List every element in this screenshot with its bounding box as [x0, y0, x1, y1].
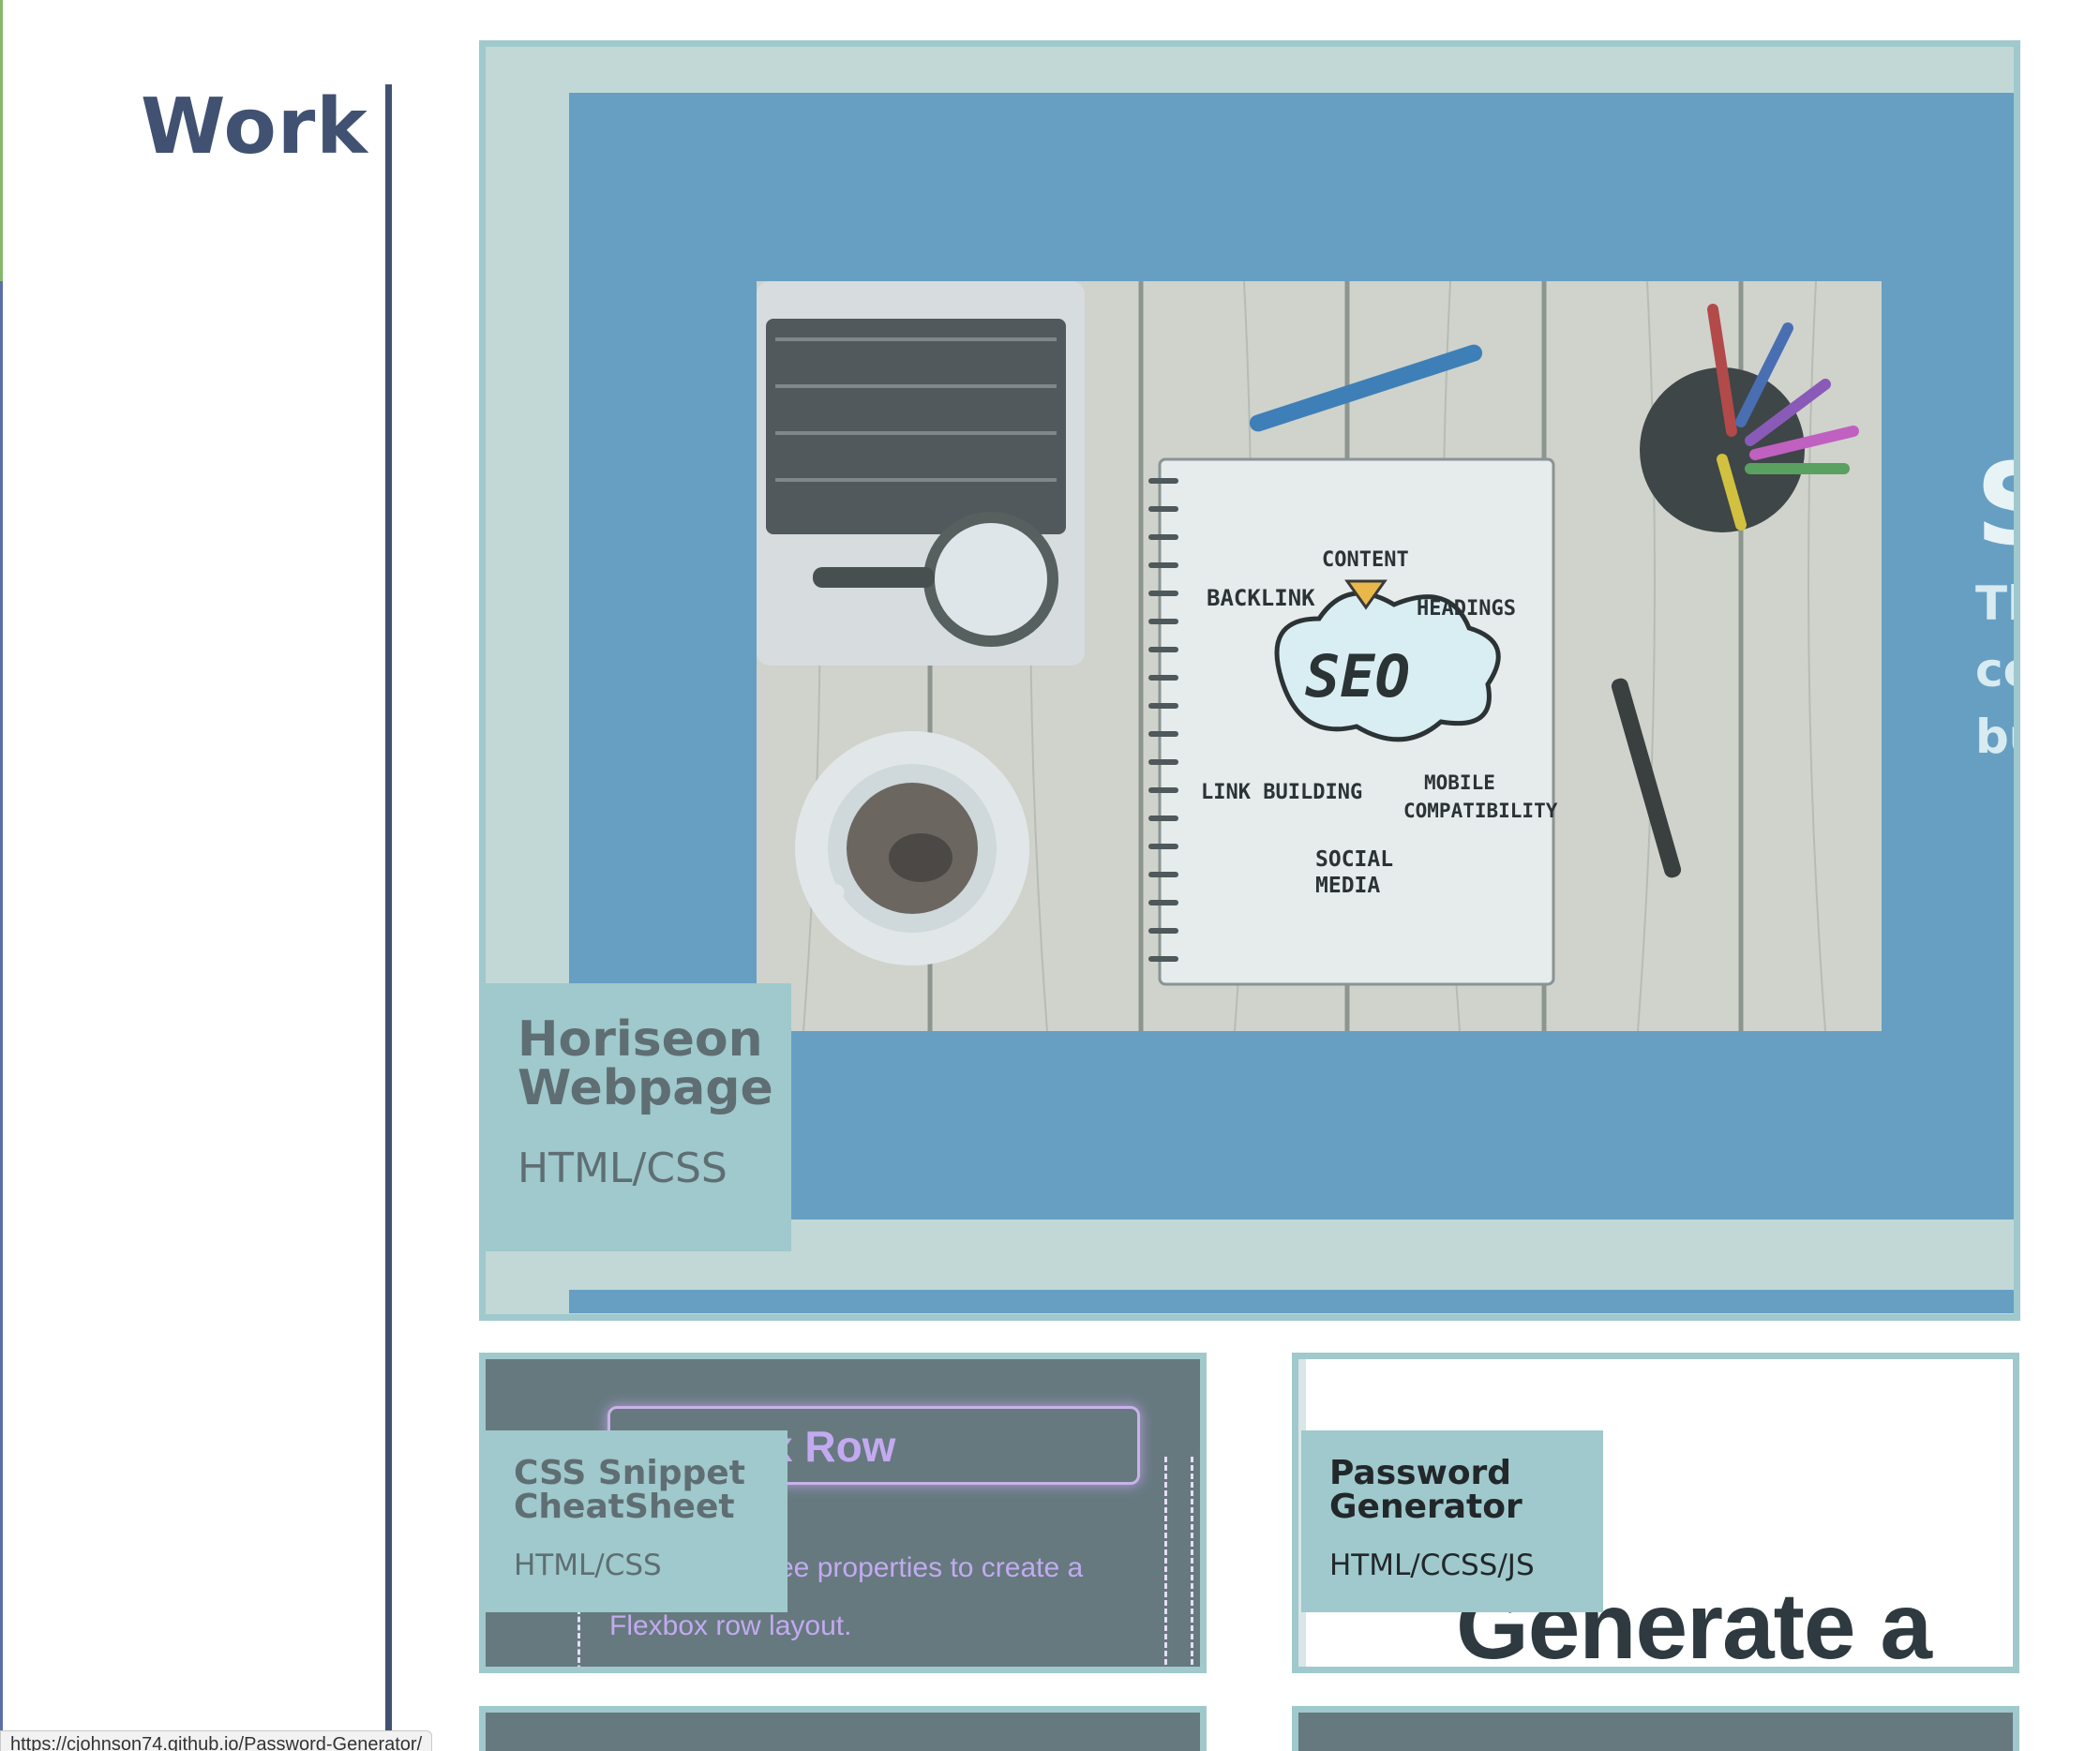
- project-name-line-2: Webpage: [518, 1060, 773, 1116]
- project-label: CSS Snippet CheatSheet HTML/CSS: [486, 1430, 788, 1612]
- section-title: Work: [141, 82, 368, 172]
- seo-desk-photo: SEO CONTENT BACKLINK HEADINGS LINK BUILD…: [757, 281, 1882, 1031]
- seo-compatibility: COMPATIBILITY: [1403, 800, 1558, 822]
- seo-content: CONTENT: [1322, 548, 1409, 572]
- seo-social: SOCIAL: [1315, 847, 1393, 872]
- preview-dashed-line: [1191, 1457, 1193, 1667]
- window-edge: [0, 0, 3, 1751]
- seo-media: MEDIA: [1315, 874, 1380, 898]
- project-name-line-2: CheatSheet: [514, 1488, 735, 1526]
- project-card-horiseon[interactable]: SEO CONTENT BACKLINK HEADINGS LINK BUILD…: [479, 40, 2020, 1321]
- project-name-line-1: CSS Snippet: [514, 1454, 745, 1492]
- seo-photo-illustration: SEO CONTENT BACKLINK HEADINGS LINK BUILD…: [757, 281, 1882, 1031]
- status-bar-url: https://cjohnson74.github.io/Password-Ge…: [0, 1730, 433, 1751]
- project-tech: HTML/CCSS/JS: [1329, 1549, 1535, 1582]
- project-tech: HTML/CSS: [514, 1549, 662, 1582]
- preview-side-line-3: bu: [1975, 710, 2014, 764]
- preview-bottom-bar: [569, 1290, 2014, 1313]
- preview-side-line-1: Th: [1975, 576, 2014, 631]
- preview-text-line-1: ee properties to create a: [778, 1552, 1084, 1583]
- project-tech: HTML/CSS: [518, 1145, 728, 1192]
- section-divider: [385, 84, 392, 1751]
- project-card-css-cheatsheet[interactable]: x Row ee properties to create a Flexbox …: [479, 1353, 1207, 1673]
- preview-heading: x Row: [769, 1422, 896, 1471]
- project-card-partial[interactable]: [1292, 1706, 2019, 1751]
- preview-dashed-line: [1164, 1457, 1167, 1667]
- preview-side-line-2: co: [1975, 643, 2014, 697]
- project-name-line-2: Generator: [1329, 1488, 1522, 1526]
- preview-dashed-line: [578, 1584, 580, 1667]
- preview-text-line-2: Flexbox row layout.: [609, 1610, 852, 1641]
- seo-headings: HEADINGS: [1417, 597, 1516, 621]
- project-label: Password Generator HTML/CCSS/JS: [1301, 1430, 1603, 1612]
- project-name-line-1: Password: [1329, 1454, 1512, 1492]
- project-card-password-generator[interactable]: Generate a Password Generator HTML/CCSS/…: [1292, 1353, 2019, 1673]
- project-card-partial[interactable]: [479, 1706, 1207, 1751]
- project-name-line-1: Horiseon: [518, 1011, 763, 1068]
- seo-link-building: LINK BUILDING: [1201, 781, 1362, 804]
- seo-backlink: BACKLINK: [1207, 585, 1315, 611]
- preview-side-heading: S: [1975, 441, 2014, 571]
- preview-side-text: S Th co bu: [1975, 441, 2014, 771]
- seo-word: SEO: [1305, 642, 1410, 711]
- seo-mobile: MOBILE: [1424, 771, 1495, 794]
- project-label: Horiseon Webpage HTML/CSS: [486, 983, 791, 1251]
